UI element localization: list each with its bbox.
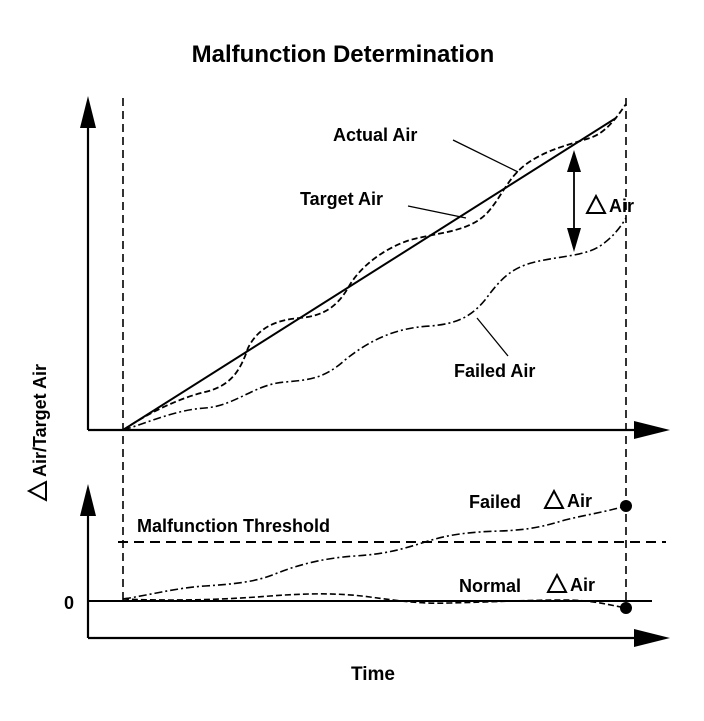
diagram-title: Malfunction Determination <box>192 41 495 68</box>
failed-delta-air-curve <box>122 505 627 600</box>
upper-y-arrowhead <box>80 96 96 128</box>
failed-delta-air-label: Air <box>567 491 592 511</box>
lower-y-arrowhead <box>80 484 96 516</box>
lower-x-arrowhead <box>634 629 670 647</box>
normal-delta-air-label: Air <box>570 575 595 595</box>
actual-air-leader <box>452 139 519 173</box>
y-axis-label-group: Air/Target Air <box>26 364 50 502</box>
actual-air-label: Actual Air <box>333 125 417 145</box>
target-air-label: Target Air <box>300 189 383 209</box>
y-axis-label: Air/Target Air <box>30 364 50 477</box>
failed-air-leader <box>476 317 509 357</box>
delta-air-arrow-down <box>567 228 581 252</box>
normal-delta-symbol-icon <box>546 572 568 593</box>
target-air-leader <box>407 205 467 219</box>
delta-air-arrow-up <box>567 150 581 172</box>
x-axis-label: Time <box>351 664 395 685</box>
delta-symbol-icon <box>585 193 607 214</box>
upper-x-arrowhead <box>634 421 670 439</box>
target-air-line <box>122 117 617 431</box>
failed-delta-symbol-icon <box>543 488 565 509</box>
failed-delta-prefix-label: Failed <box>469 492 521 512</box>
failed-air-curve <box>122 217 627 431</box>
normal-delta-prefix-label: Normal <box>459 576 521 596</box>
normal-delta-air-curve <box>122 593 627 609</box>
zero-tick-label: 0 <box>64 593 74 613</box>
malfunction-threshold-label: Malfunction Threshold <box>137 516 330 536</box>
delta-air-label: Air <box>609 196 634 216</box>
failed-air-label: Failed Air <box>454 361 535 381</box>
delta-air-label-group: Air <box>585 193 634 216</box>
failed-delta-endpoint <box>620 500 632 512</box>
y-axis-delta-symbol-icon <box>26 480 47 502</box>
normal-delta-endpoint <box>620 602 632 614</box>
